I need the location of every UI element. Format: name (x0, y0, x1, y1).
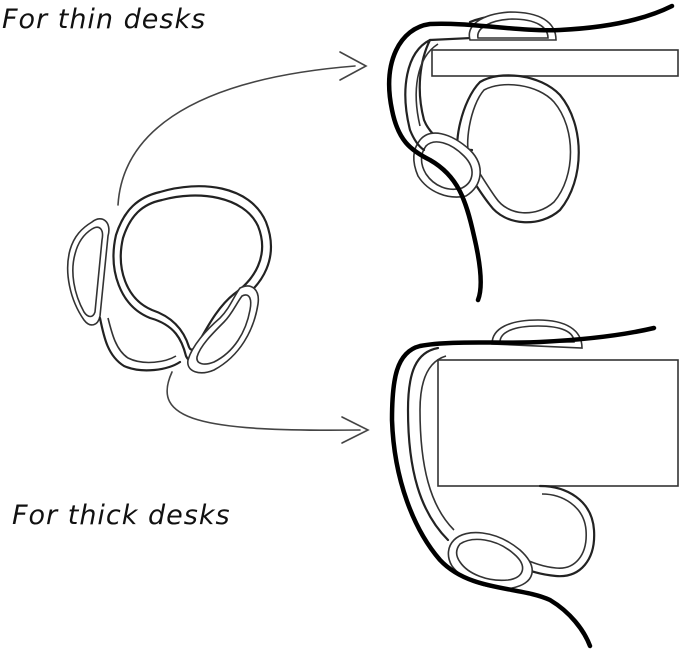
desk-edge-icon (431, 49, 679, 77)
thin-desk-label: For thin desks (2, 4, 207, 35)
cable-clip-icon (66, 185, 272, 374)
arrow-icon (117, 51, 368, 206)
thin-desk-mount (386, 3, 679, 303)
desk-edge-icon-thick (437, 359, 679, 487)
cable-icon-thick (389, 325, 657, 649)
thick-desk-mount (389, 319, 679, 649)
cable-icon (386, 3, 675, 303)
thick-desk-label: For thick desks (12, 500, 231, 531)
arrow-icon-lower (166, 371, 370, 444)
